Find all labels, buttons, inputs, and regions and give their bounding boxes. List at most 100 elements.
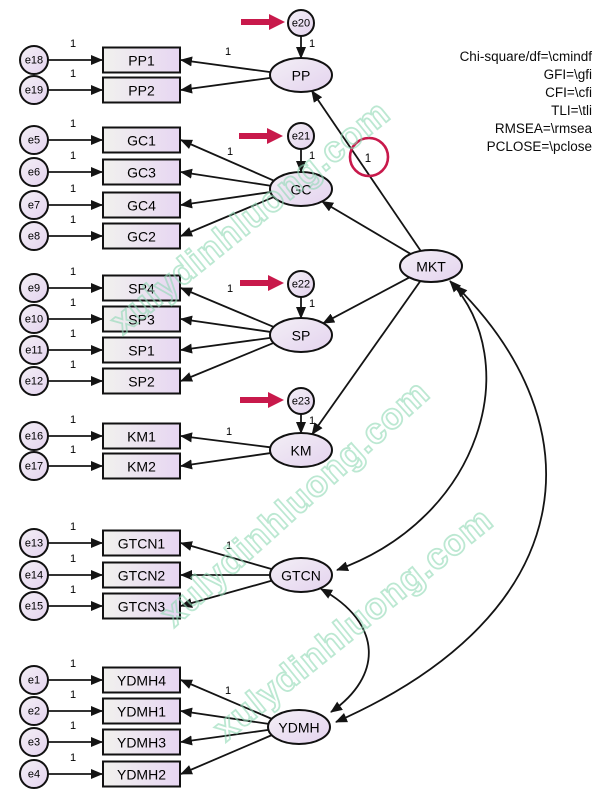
indicator-rect [102,592,181,620]
weight-label: 1 [70,68,76,80]
path-arrow-MKT-PP [311,90,422,252]
node-SP1: SP1 [102,336,181,364]
path-arrow-GC-GC2 [180,196,275,237]
node-label-e6: e6 [28,167,40,179]
node-e21: e21 [287,122,315,150]
node-label-e20: e20 [292,18,310,30]
indicator-rect [102,561,181,589]
node-label-YDMH: YDMH [278,720,319,736]
node-GC3: GC3 [102,158,181,186]
node-PP2: PP2 [102,76,181,104]
error-circle [287,122,315,150]
error-circle [19,75,49,105]
node-label-e9: e9 [28,283,40,295]
latent-ellipse [267,709,331,745]
node-SP3: SP3 [102,305,181,333]
latent-ellipse [399,249,463,283]
node-YDMH4: YDMH4 [102,666,181,694]
error-circle [19,591,49,621]
node-label-SP3: SP3 [128,312,155,328]
weight-label: 1 [70,521,76,533]
path-arrow-GTCN-GTCN3 [180,579,273,608]
indicator-rect [102,126,181,154]
node-label-e3: e3 [28,737,40,749]
node-KM2: KM2 [102,452,181,480]
error-circle [19,759,49,789]
covariance-arrow-MKT-YDMH [335,285,547,723]
node-SP: SP [269,317,333,353]
weight-label: 1 [225,46,231,58]
node-label-e12: e12 [25,376,43,388]
weight-label: 1 [70,297,76,309]
node-label-e4: e4 [28,769,40,781]
node-label-e15: e15 [25,601,43,613]
node-e6: e6 [19,157,49,187]
path-arrow-PP-PP1 [180,56,271,74]
error-circle [287,387,315,415]
node-label-SP: SP [292,328,311,344]
path-arrow-SP-SP1 [180,336,271,354]
node-GC: GC [269,171,333,207]
node-label-e11: e11 [25,345,43,357]
node-label-GC3: GC3 [127,165,156,181]
node-e11: e11 [19,335,49,365]
node-e16: e16 [19,421,49,451]
node-GC1: GC1 [102,126,181,154]
node-label-KM: KM [291,443,312,459]
indicator-rect [102,367,181,395]
node-YDMH: YDMH [267,709,331,745]
weight-label: 1 [70,658,76,670]
fit-line-rmsea: RMSEA=\rmsea [494,121,592,136]
node-label-GTCN2: GTCN2 [118,568,166,584]
weight-label: 1 [225,685,231,697]
annotations-layer: 1 [239,14,390,408]
indicator-rect [102,760,181,788]
path-arrow-MKT-KM [311,280,422,435]
weight-label: 1 [70,38,76,50]
node-e10: e10 [19,304,49,334]
node-label-e19: e19 [25,85,43,97]
node-e3: e3 [19,727,49,757]
node-KM: KM [269,432,333,468]
node-label-GC1: GC1 [127,133,156,149]
node-label-e1: e1 [28,675,40,687]
error-circle [19,421,49,451]
node-label-GTCN: GTCN [281,568,321,584]
red-arrow-icon [240,392,284,408]
error-circle [19,190,49,220]
node-label-e2: e2 [28,706,40,718]
covariance-arrow-GTCN-YDMH [320,588,370,713]
node-label-YDMH4: YDMH4 [117,673,166,689]
red-arrow-icon [240,275,284,291]
node-e12: e12 [19,366,49,396]
red-highlight-circle-icon [348,136,390,178]
error-circle [19,451,49,481]
fit-line-tli: TLI=\tli [551,103,592,118]
weight-label: 1 [70,414,76,426]
node-e4: e4 [19,759,49,789]
indicator-rect [102,728,181,756]
node-label-e17: e17 [25,461,43,473]
weight-label: 1 [309,298,315,310]
node-KM1: KM1 [102,422,181,450]
node-GTCN2: GTCN2 [102,561,181,589]
node-label-YDMH1: YDMH1 [117,704,166,720]
error-circle [19,528,49,558]
node-label-YDMH2: YDMH2 [117,767,166,783]
indicator-rect [102,422,181,450]
node-e19: e19 [19,75,49,105]
node-label-e23: e23 [292,396,310,408]
node-label-e14: e14 [25,570,43,582]
node-MKT: MKT [399,249,463,283]
indicator-rect [102,452,181,480]
path-arrow-YDMH-YDMH2 [180,734,273,775]
latent-ellipse [269,557,333,593]
node-label-e22: e22 [292,279,310,291]
node-label-YDMH3: YDMH3 [117,735,166,751]
weight-label: 1 [226,426,232,438]
red-arrow-icon [241,14,285,30]
weight-label: 1 [309,38,315,50]
error-circle [19,665,49,695]
